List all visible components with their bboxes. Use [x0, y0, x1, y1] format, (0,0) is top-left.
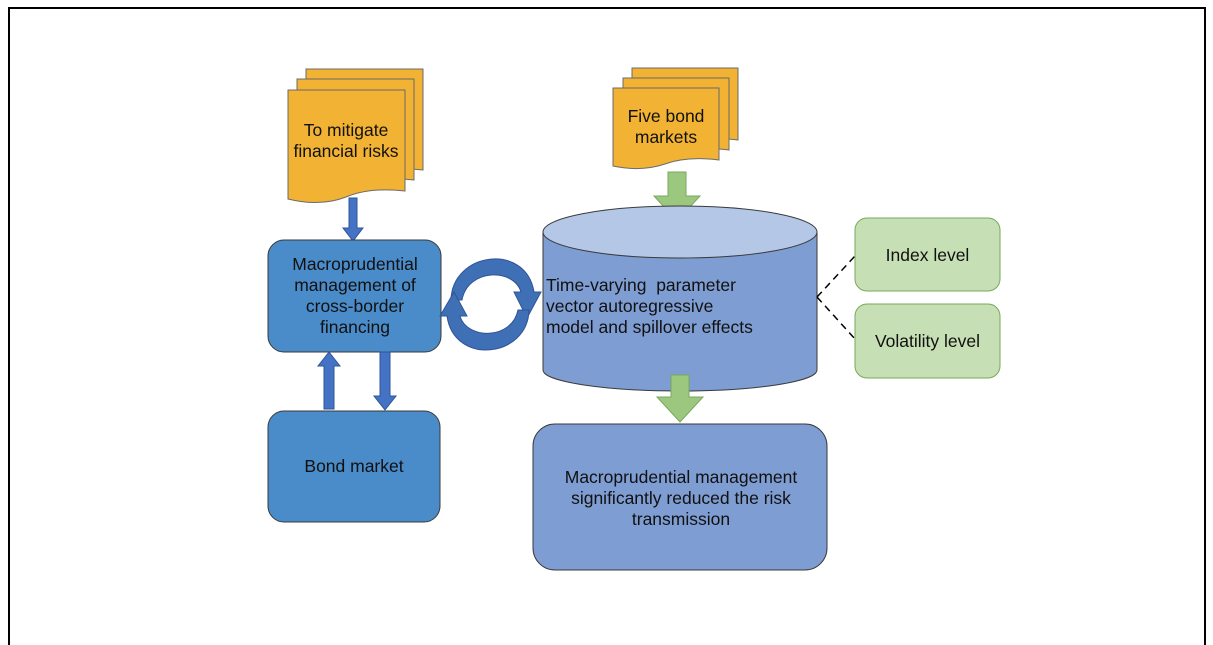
- arrow-model-to-conclusion: [655, 374, 705, 423]
- document-stack-risks: [287, 68, 424, 203]
- bond-market-label: Bond market: [304, 455, 404, 476]
- index-level-label: Index level: [885, 244, 970, 265]
- macro-management-box: [267, 239, 442, 353]
- model-cylinder: [542, 205, 818, 392]
- frame-border: [8, 7, 1206, 645]
- conclusion-box: [532, 423, 828, 571]
- volatility-level-label: Volatility level: [874, 330, 981, 351]
- model-label: Time-varying parameter vector autoregres…: [546, 274, 753, 337]
- dashed-connector-index: [816, 255, 856, 298]
- conclusion-label: Macroprudential management significantly…: [564, 466, 798, 529]
- volatility-level-box: [854, 303, 1001, 379]
- arrow-macro-to-bond: [372, 351, 398, 411]
- arrow-risks-to-macro: [341, 197, 365, 242]
- dashed-connector-volatility: [816, 296, 856, 340]
- circular-arrows-icon: [439, 258, 542, 351]
- risks-doc-label: To mitigate financial risks: [293, 120, 399, 161]
- document-stack-markets: [612, 67, 739, 170]
- macro-box-label: Macroprudential management of cross-bord…: [292, 254, 418, 337]
- bond-market-box: [267, 410, 441, 523]
- arrow-bond-to-macro: [316, 351, 342, 410]
- index-level-box: [854, 217, 1001, 292]
- markets-doc-label: Five bond markets: [627, 106, 705, 147]
